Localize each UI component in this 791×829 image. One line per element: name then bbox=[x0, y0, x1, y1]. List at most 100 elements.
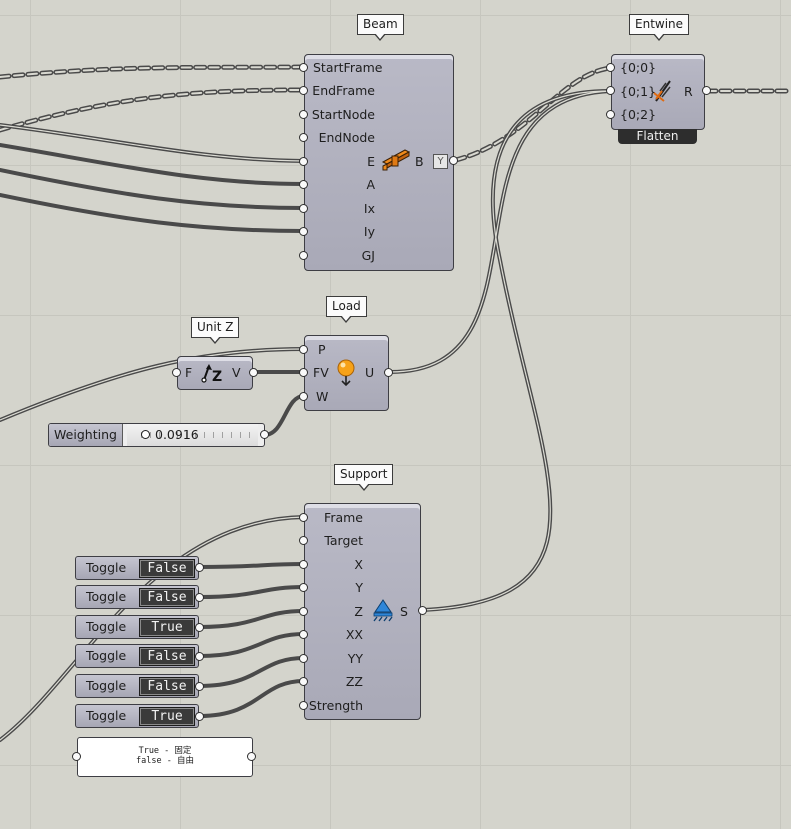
load-output-grip[interactable] bbox=[384, 368, 393, 377]
toggle-output-grip[interactable] bbox=[195, 563, 204, 572]
load-icon bbox=[337, 359, 355, 387]
load-output-label: U bbox=[365, 365, 375, 380]
flatten-flag: Flatten bbox=[618, 129, 697, 144]
wire-toggle-z bbox=[197, 609, 306, 629]
support-icon bbox=[373, 599, 393, 622]
toggle-value[interactable]: False bbox=[139, 588, 195, 607]
support-input-grip[interactable] bbox=[299, 583, 308, 592]
beam-input-grip[interactable] bbox=[299, 227, 308, 236]
beam-input-label: EndNode bbox=[318, 130, 375, 145]
boolean-toggle[interactable]: Toggle False bbox=[75, 585, 199, 609]
support-input-grip[interactable] bbox=[299, 536, 308, 545]
toggle-output-grip[interactable] bbox=[195, 623, 204, 632]
beam-output-grip[interactable] bbox=[449, 156, 458, 165]
beam-input-grip[interactable] bbox=[299, 251, 308, 260]
support-input-label: Z bbox=[354, 604, 363, 619]
slider-value: 0.0916 bbox=[155, 427, 199, 442]
entwine-title: Entwine bbox=[629, 14, 690, 41]
weighting-slider[interactable]: Weighting 0.0916 bbox=[48, 423, 265, 447]
support-input-label: XX bbox=[345, 627, 363, 642]
toggle-output-grip[interactable] bbox=[195, 712, 204, 721]
entwine-icon bbox=[653, 80, 671, 102]
load-input-label: P bbox=[318, 342, 326, 357]
beam-input-grip[interactable] bbox=[299, 204, 308, 213]
panel-output-grip[interactable] bbox=[247, 752, 256, 761]
boolean-toggle[interactable]: Toggle False bbox=[75, 674, 199, 698]
panel-input-grip[interactable] bbox=[72, 752, 81, 761]
entwine-input-grip[interactable] bbox=[606, 63, 615, 72]
beam-input-label: E bbox=[367, 154, 375, 169]
beam-input-label: EndFrame bbox=[312, 83, 375, 98]
wire-toggle-yy bbox=[197, 656, 306, 688]
boolean-toggle[interactable]: Toggle False bbox=[75, 644, 199, 668]
slider-name: Weighting bbox=[49, 424, 123, 446]
note-panel[interactable]: True - 固定 false - 自由 bbox=[77, 737, 253, 777]
toggle-label: Toggle bbox=[86, 560, 127, 575]
slider-output-grip[interactable] bbox=[260, 430, 269, 439]
load-component[interactable]: P FV W U bbox=[304, 335, 389, 411]
support-input-grip[interactable] bbox=[299, 654, 308, 663]
entwine-component[interactable]: {0;0} {0;1} {0;2} R bbox=[611, 54, 705, 130]
slider-knob[interactable] bbox=[141, 430, 150, 439]
toggle-value[interactable]: False bbox=[139, 559, 195, 578]
toggle-value[interactable]: False bbox=[139, 647, 195, 666]
beam-input-label: GJ bbox=[361, 248, 375, 263]
toggle-value[interactable]: True bbox=[139, 618, 195, 637]
graft-flag-icon: Y bbox=[433, 154, 448, 169]
support-input-grip[interactable] bbox=[299, 701, 308, 710]
wire-iy bbox=[0, 193, 306, 233]
support-input-grip[interactable] bbox=[299, 513, 308, 522]
beam-output-label: B bbox=[415, 154, 424, 169]
beam-input-grip[interactable] bbox=[299, 157, 308, 166]
toggle-value[interactable]: True bbox=[139, 707, 195, 726]
load-input-grip[interactable] bbox=[299, 368, 308, 377]
beam-input-grip[interactable] bbox=[299, 86, 308, 95]
svg-text:Z: Z bbox=[212, 369, 222, 384]
support-output-grip[interactable] bbox=[418, 606, 427, 615]
wire-toggle-zz bbox=[197, 679, 306, 718]
support-output-label: S bbox=[400, 604, 408, 619]
beam-input-label: StartFrame bbox=[313, 60, 383, 75]
toggle-label: Toggle bbox=[86, 648, 127, 663]
support-component[interactable]: Frame Target X Y Z XX YY ZZ Strength S bbox=[304, 503, 421, 720]
wire-load-p bbox=[0, 347, 306, 422]
beam-input-grip[interactable] bbox=[299, 133, 308, 142]
boolean-toggle[interactable]: Toggle False bbox=[75, 556, 199, 580]
unitz-output-grip[interactable] bbox=[249, 368, 258, 377]
toggle-output-grip[interactable] bbox=[195, 593, 204, 602]
load-input-grip[interactable] bbox=[299, 345, 308, 354]
boolean-toggle[interactable]: Toggle True bbox=[75, 704, 199, 728]
support-input-label: ZZ bbox=[345, 674, 363, 689]
toggle-value[interactable]: False bbox=[139, 677, 195, 696]
toggle-output-grip[interactable] bbox=[195, 652, 204, 661]
wire-e bbox=[0, 123, 306, 163]
entwine-input-grip[interactable] bbox=[606, 110, 615, 119]
beam-input-grip[interactable] bbox=[299, 180, 308, 189]
beam-component[interactable]: StartFrame EndFrame StartNode EndNode E … bbox=[304, 54, 454, 271]
support-input-grip[interactable] bbox=[299, 677, 308, 686]
toggle-output-grip[interactable] bbox=[195, 682, 204, 691]
unitz-component[interactable]: F Z V bbox=[177, 356, 253, 390]
toggle-label: Toggle bbox=[86, 678, 127, 693]
entwine-input-grip[interactable] bbox=[606, 86, 615, 95]
support-input-grip[interactable] bbox=[299, 607, 308, 616]
load-title: Load bbox=[326, 296, 367, 323]
entwine-output-grip[interactable] bbox=[702, 86, 711, 95]
toggle-label: Toggle bbox=[86, 589, 127, 604]
support-title: Support bbox=[334, 464, 394, 491]
wire-endframe bbox=[0, 87, 307, 133]
beam-input-grip[interactable] bbox=[299, 110, 308, 119]
wire-beam-to-entwine bbox=[453, 65, 613, 163]
unitz-input-grip[interactable] bbox=[172, 368, 181, 377]
support-input-grip[interactable] bbox=[299, 560, 308, 569]
toggle-label: Toggle bbox=[86, 619, 127, 634]
beam-input-grip[interactable] bbox=[299, 63, 308, 72]
unit-z-icon: Z bbox=[201, 364, 222, 384]
support-input-label: Y bbox=[355, 580, 363, 595]
boolean-toggle[interactable]: Toggle True bbox=[75, 615, 199, 639]
support-input-grip[interactable] bbox=[299, 630, 308, 639]
wire-slider-to-w bbox=[262, 394, 306, 437]
load-input-grip[interactable] bbox=[299, 392, 308, 401]
wire-ix bbox=[0, 168, 306, 210]
